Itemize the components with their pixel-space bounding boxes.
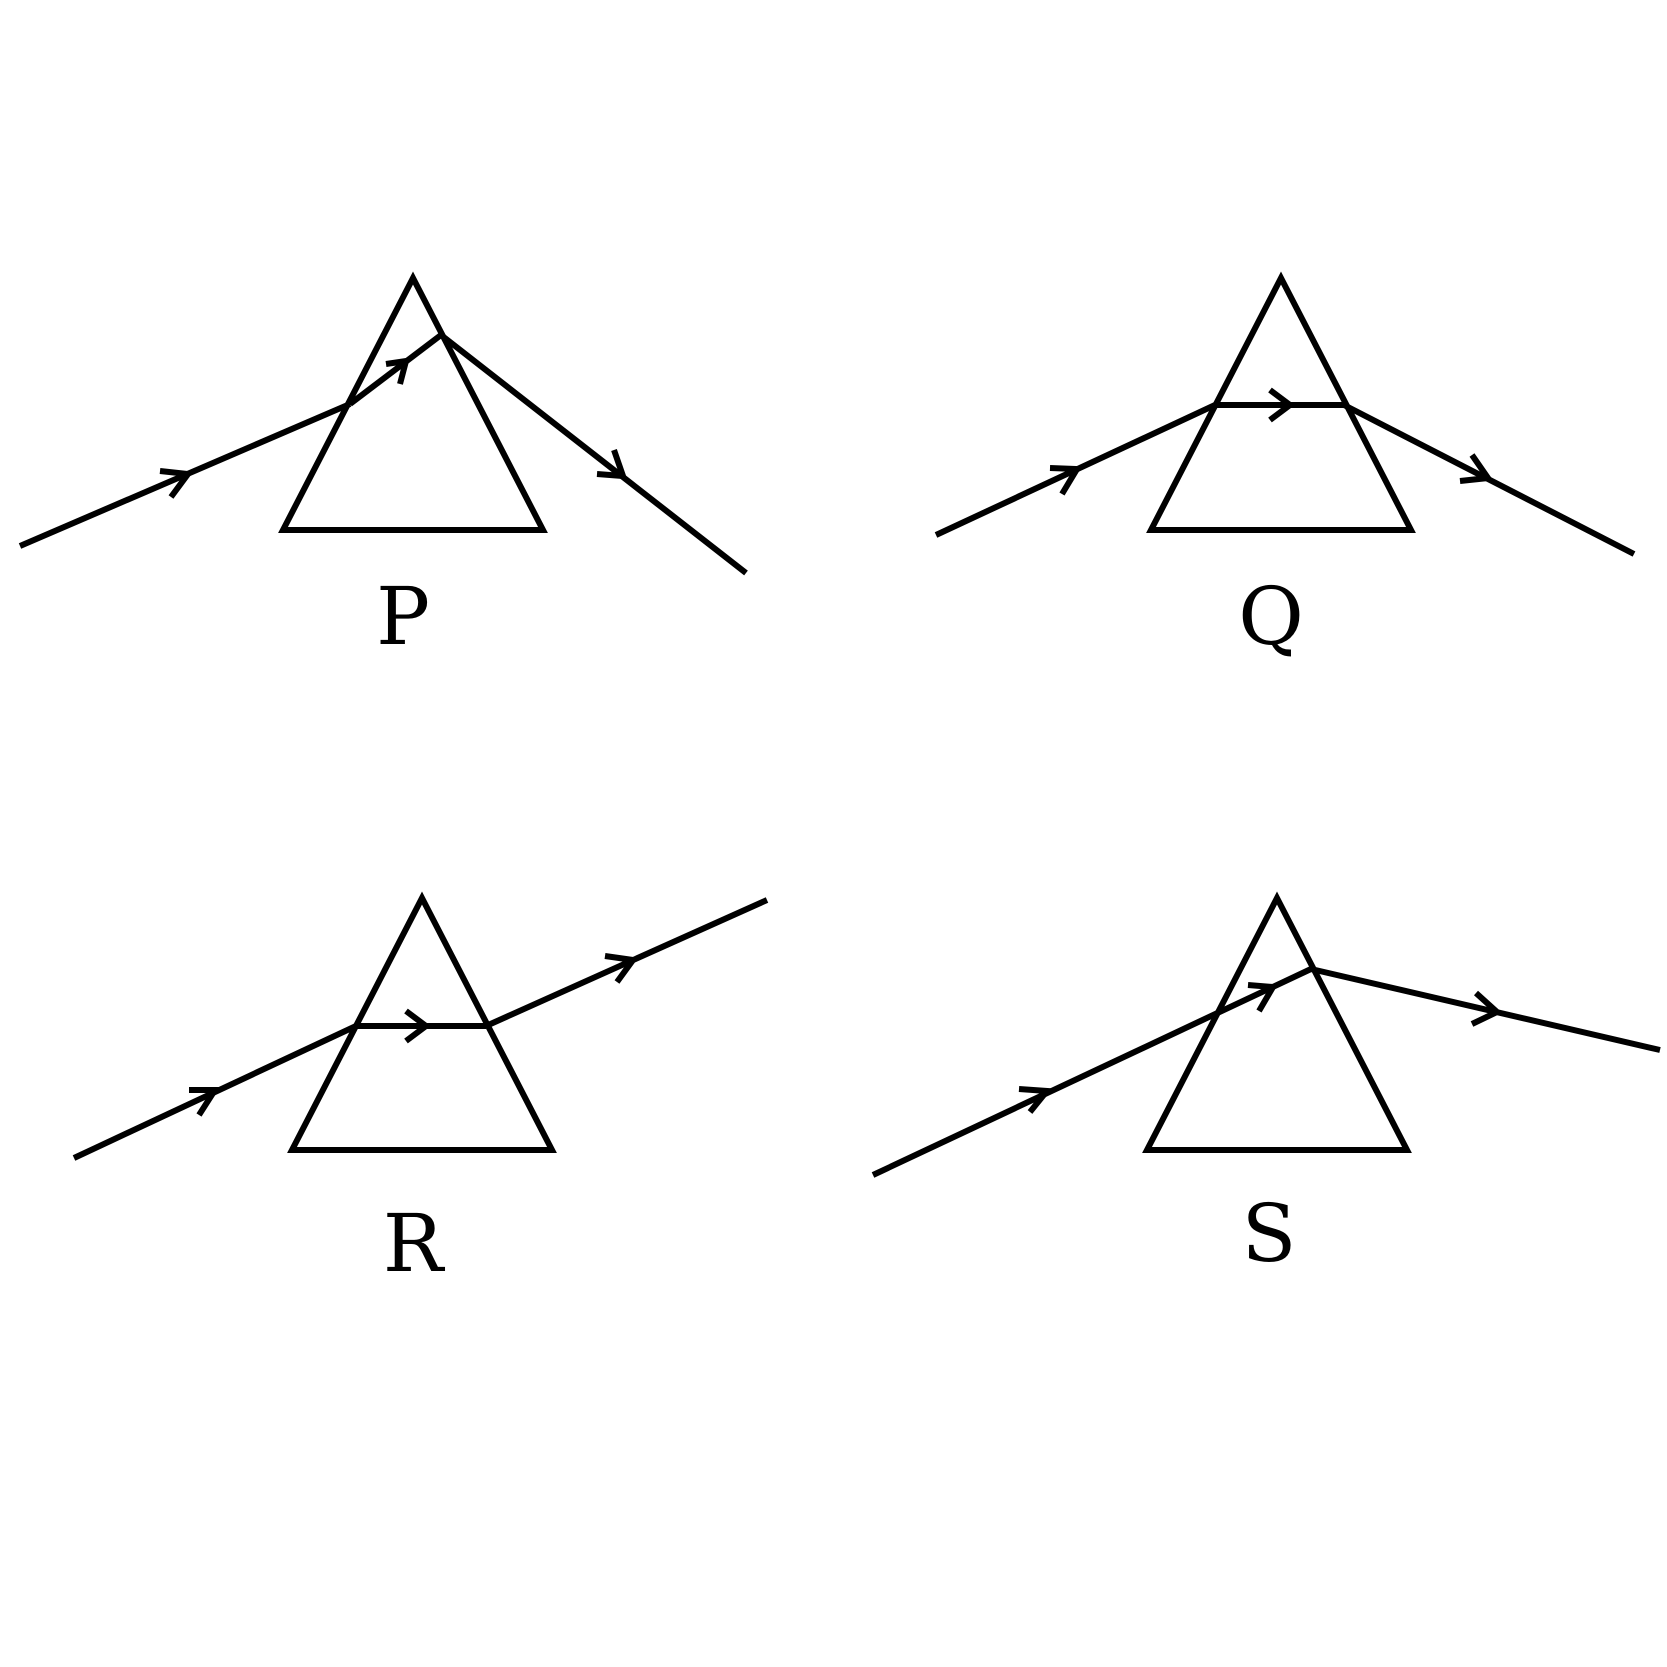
internal-ray-p [348,332,443,407]
panel-r: R [72,891,769,1290]
arrow-incident-q [1049,465,1083,496]
arrow-emergent-r [604,953,639,984]
arrow-emergent-q [1459,453,1494,484]
arrow-internal-s [1247,982,1278,1013]
panel-label-p: P [376,570,430,663]
prism-p [278,271,548,533]
arrow-emergent-p [596,449,628,480]
panel-label-r: R [383,1197,446,1290]
panel-label-s: S [1242,1187,1297,1280]
panel-s: S [871,891,1661,1280]
arrow-internal-p [385,357,411,385]
panel-p: P [18,271,748,663]
panel-label-q: Q [1238,570,1304,663]
arrow-internal-r [404,1008,431,1044]
arrow-incident-p [159,468,194,499]
emergent-ray-p [439,332,748,576]
emergent-ray-s [1310,966,1661,1053]
arrow-incident-s [1018,1086,1053,1114]
emergent-ray-r [484,897,769,1029]
arrow-incident-r [189,1087,221,1117]
arrow-internal-q [1268,387,1295,423]
prism-s [1142,891,1412,1153]
arrow-emergent-s [1470,990,1503,1027]
panel-q: Q [934,271,1636,663]
incident-ray-s [871,966,1313,1178]
